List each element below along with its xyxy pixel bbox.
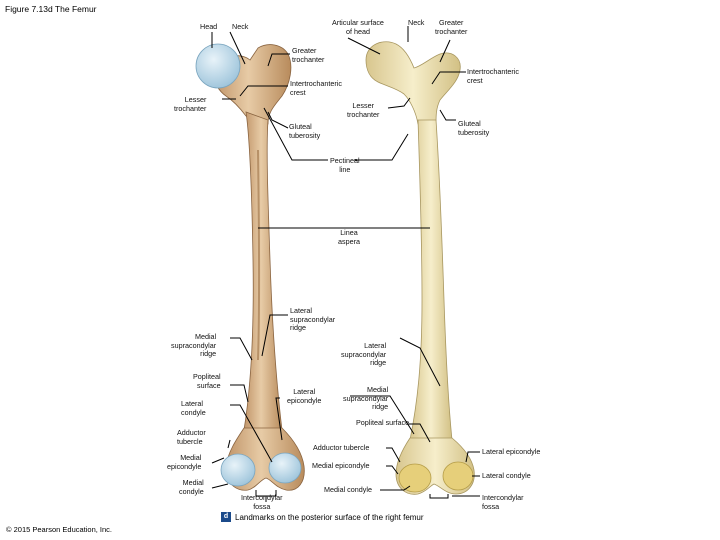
label-medial-condyle-left: Medial condyle: [179, 478, 204, 496]
label-medial-supracondylar-ridge-left: Medial supracondylar ridge: [171, 332, 217, 358]
right-medial-condyle: [398, 463, 432, 493]
label-pectineal-line: Pectineal line: [330, 156, 360, 174]
left-lateral-condyle: [268, 452, 302, 484]
label-lateral-supracondylar-ridge-right: Lateral supracondylar ridge: [341, 341, 387, 367]
label-neck-left: Neck: [232, 22, 249, 31]
label-gluteal-tuberosity-mid: Gluteal tuberosity: [289, 122, 321, 140]
label-intertrochanteric-crest-mid: Intertrochanteric crest: [290, 79, 342, 97]
label-articular-surface: Articular surface of head: [332, 18, 384, 36]
label-medial-epicondyle-right: Medial epicondyle: [312, 461, 370, 470]
label-lesser-trochanter-left: Lesser trochanter: [174, 95, 207, 113]
label-lateral-condyle-left: Lateral condyle: [181, 399, 206, 417]
label-popliteal-surface-right: Popliteal surface: [356, 418, 410, 427]
right-femur-proximal: [365, 41, 461, 125]
label-lateral-epicondyle-right: Lateral epicondyle: [482, 447, 541, 456]
left-medial-condyle: [220, 453, 256, 487]
label-greater-trochanter-right: Greater trochanter: [435, 18, 468, 36]
label-head: Head: [200, 22, 218, 31]
left-femoral-head: [195, 43, 241, 89]
label-intertrochanteric-crest-right: Intertrochanteric crest: [467, 67, 519, 85]
label-medial-supracondylar-ridge-right: Medial supracondylar ridge: [343, 385, 389, 411]
label-lateral-epicondyle-mid: Lateral epicondyle: [287, 387, 322, 405]
left-femur: [195, 43, 305, 491]
label-medial-condyle-right: Medial condyle: [324, 485, 372, 494]
label-popliteal-surface-left: Popliteal surface: [193, 372, 221, 390]
caption-text: Landmarks on the posterior surface of th…: [235, 512, 424, 522]
figure-caption: d Landmarks on the posterior surface of …: [221, 512, 424, 522]
right-femur-shaft: [409, 119, 453, 441]
figure-title: Figure 7.13d The Femur: [5, 4, 97, 14]
label-gluteal-tuberosity-right: Gluteal tuberosity: [458, 119, 490, 137]
label-lateral-supracondylar-ridge-mid: Lateral supracondylar ridge: [290, 306, 336, 332]
leader-lines: [211, 26, 480, 502]
label-intercondylar-fossa-mid: Intercondylar fossa: [241, 493, 283, 511]
copyright: © 2015 Pearson Education, Inc.: [6, 525, 113, 534]
label-greater-trochanter-mid: Greater trochanter: [292, 46, 325, 64]
label-medial-epicondyle-left: Medial epicondyle: [167, 453, 202, 471]
label-adductor-tubercle-left: Adductor tubercle: [177, 428, 206, 446]
label-linea-aspera: Linea aspera: [338, 228, 360, 246]
right-femur: [365, 41, 475, 495]
label-lesser-trochanter-mid: Lesser trochanter: [347, 101, 380, 119]
right-lateral-condyle: [442, 461, 474, 491]
label-lateral-condyle-right: Lateral condyle: [482, 471, 531, 480]
label-adductor-tubercle-right: Adductor tubercle: [313, 443, 370, 452]
left-femur-shaft: [243, 111, 283, 431]
label-neck-right: Neck: [408, 18, 425, 27]
label-intercondylar-fossa-right: Intercondylar fossa: [482, 493, 524, 511]
caption-badge: d: [221, 512, 231, 522]
